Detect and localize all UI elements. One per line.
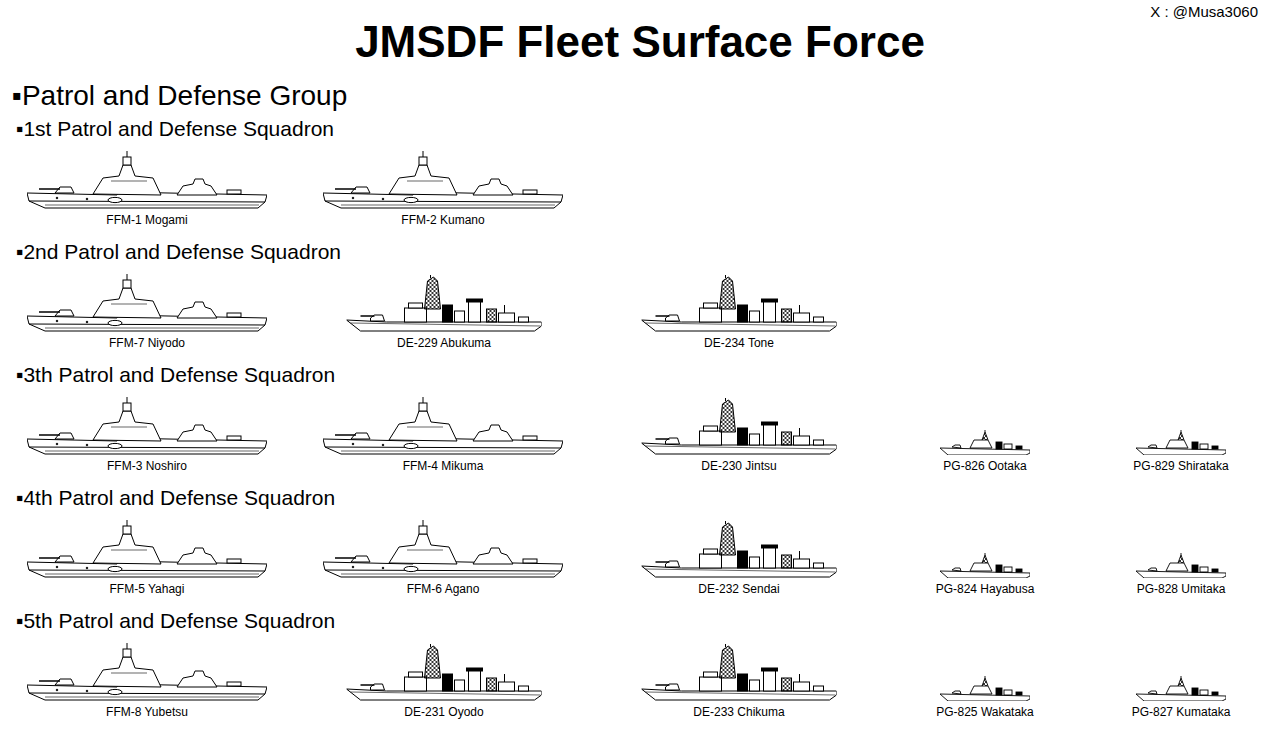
ship-caption: FFM-4 Mikuma — [403, 460, 484, 473]
ship-drawing — [323, 397, 563, 454]
ship-drawing — [642, 521, 837, 577]
ship-drawing — [347, 275, 542, 331]
ship-caption: PG-824 Hayabusa — [936, 583, 1035, 596]
ship-caption: DE-230 Jintsu — [701, 460, 776, 473]
ship-drawing — [1136, 553, 1226, 578]
ship-drawing — [323, 151, 563, 208]
ship-drawing — [27, 397, 267, 454]
ship-caption: FFM-2 Kumano — [401, 214, 484, 227]
ship-caption: PG-829 Shirataka — [1133, 460, 1228, 473]
ship-caption: DE-234 Tone — [704, 337, 774, 350]
ship-drawing — [940, 430, 1030, 455]
ship-caption: PG-825 Wakataka — [936, 706, 1034, 719]
squadron-heading: ▪4th Patrol and Defense Squadron — [16, 486, 335, 509]
squadron-heading: ▪3th Patrol and Defense Squadron — [16, 363, 335, 386]
ship-caption: DE-231 Oyodo — [404, 706, 483, 719]
ship-drawing — [940, 553, 1030, 578]
ship-drawing — [347, 644, 542, 700]
squadron-heading: ▪2nd Patrol and Defense Squadron — [16, 240, 341, 263]
ship-drawing — [27, 274, 267, 331]
ship-caption: FFM-1 Mogami — [106, 214, 187, 227]
ship-caption: FFM-6 Agano — [407, 583, 480, 596]
ship-drawing — [27, 520, 267, 577]
ship-caption: DE-229 Abukuma — [397, 337, 491, 350]
ship-caption: DE-232 Sendai — [698, 583, 779, 596]
squadron-heading: ▪5th Patrol and Defense Squadron — [16, 609, 335, 632]
ship-caption: PG-826 Ootaka — [943, 460, 1026, 473]
ship-caption: FFM-3 Noshiro — [107, 460, 187, 473]
ship-drawing — [323, 520, 563, 577]
ship-caption: FFM-5 Yahagi — [110, 583, 185, 596]
ship-caption: PG-827 Kumataka — [1132, 706, 1231, 719]
ship-drawing — [642, 644, 837, 700]
ship-drawing — [1136, 676, 1226, 701]
watermark: X : @Musa3060 — [1150, 4, 1258, 21]
squadron-heading: ▪1st Patrol and Defense Squadron — [16, 117, 334, 140]
ship-caption: FFM-7 Niyodo — [109, 337, 185, 350]
ship-caption: FFM-8 Yubetsu — [106, 706, 188, 719]
page-title: JMSDF Fleet Surface Force — [355, 18, 925, 66]
ship-drawing — [27, 151, 267, 208]
ship-drawing — [940, 676, 1030, 701]
ship-drawing — [642, 398, 837, 454]
ship-drawing — [642, 275, 837, 331]
ship-caption: PG-828 Umitaka — [1137, 583, 1226, 596]
group-heading: ▪Patrol and Defense Group — [12, 81, 347, 112]
ship-drawing — [27, 643, 267, 700]
ship-caption: DE-233 Chikuma — [693, 706, 784, 719]
ship-drawing — [1136, 430, 1226, 455]
